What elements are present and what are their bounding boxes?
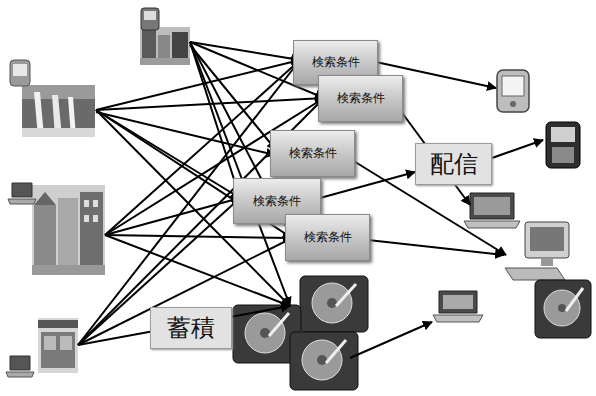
flow-arrow <box>350 322 432 358</box>
flow-arrow <box>96 112 275 155</box>
flow-arrow <box>78 60 300 345</box>
flow-arrow <box>96 98 324 110</box>
photo-waterfall <box>22 85 95 137</box>
box-text: 検索条件 <box>253 193 301 210</box>
hdd-icon <box>300 276 368 332</box>
laptop-icon <box>6 356 34 377</box>
box-text: 検索条件 <box>337 90 385 107</box>
box-text: 検索条件 <box>304 229 352 246</box>
flow-arrow <box>368 240 504 255</box>
photo-street <box>140 27 190 65</box>
desktop-icon <box>505 222 569 280</box>
pda-icon <box>497 70 529 112</box>
flow-arrow <box>96 60 300 110</box>
hdd-icon <box>535 280 591 338</box>
condition-box: 検索条件 <box>318 75 403 122</box>
laptop-icon <box>464 193 520 228</box>
box-text: 検索条件 <box>312 54 360 71</box>
condition-box: 検索条件 <box>270 130 355 177</box>
flow-arrow <box>190 45 276 150</box>
phone-icon <box>546 122 580 168</box>
flow-arrow <box>78 238 292 345</box>
photo-buildings <box>32 185 105 275</box>
laptop-icon <box>8 183 36 204</box>
label-text: 配信 <box>430 148 478 180</box>
flow-arrow <box>492 140 543 158</box>
condition-box: 検索条件 <box>285 214 370 261</box>
label-text: 蓄積 <box>167 312 215 344</box>
label-box: 蓄積 <box>150 307 232 349</box>
hdd-icon <box>290 332 358 390</box>
photo-shop <box>38 318 78 373</box>
box-text: 検索条件 <box>289 145 337 162</box>
pda-icon <box>10 60 30 86</box>
label-box: 配信 <box>415 143 492 185</box>
pda-icon <box>141 8 159 30</box>
flow-arrow <box>190 42 300 60</box>
laptop-icon <box>433 291 483 322</box>
